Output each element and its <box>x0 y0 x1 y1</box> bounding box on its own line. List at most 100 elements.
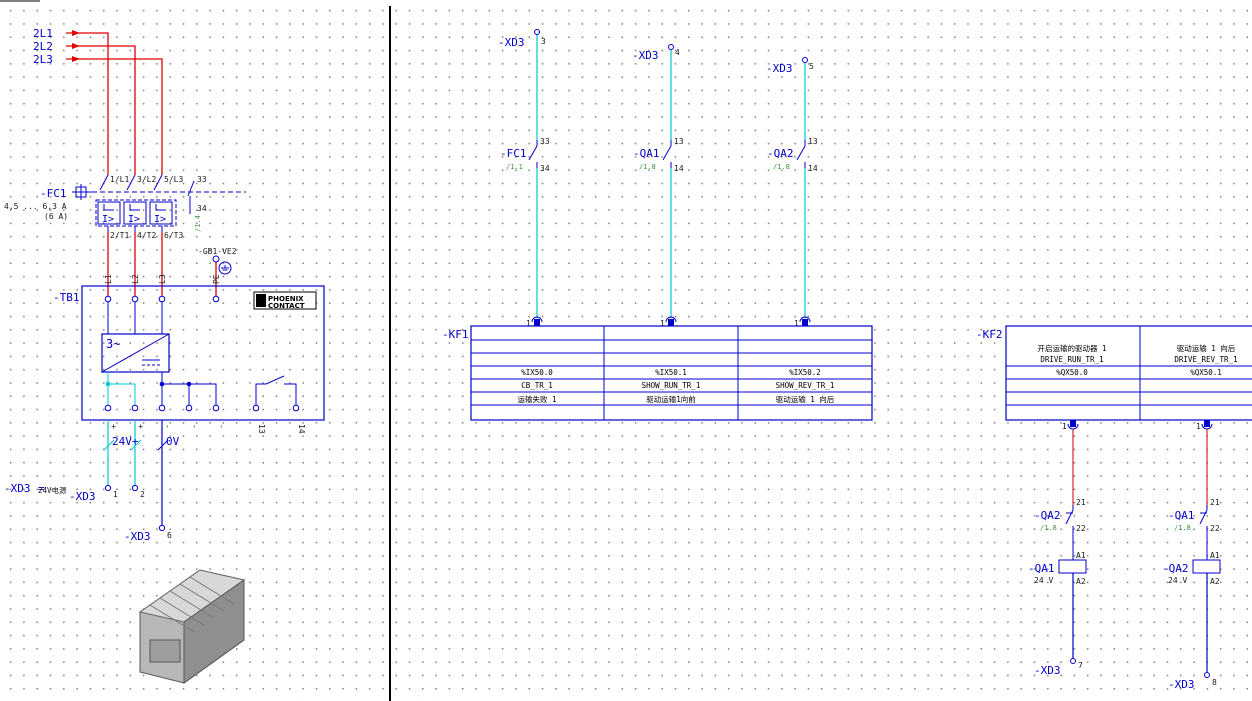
xd3-left-note: 24V电源 <box>38 485 67 495</box>
svg-text:%IX50.2: %IX50.2 <box>789 368 821 377</box>
svg-text:/1.8: /1.8 <box>1174 524 1191 532</box>
svg-text:1: 1 <box>113 490 118 499</box>
svg-text:/1.1: /1.1 <box>506 163 523 171</box>
phase-feeds: 2L1 2L2 2L3 <box>33 27 163 175</box>
arrow-icon <box>72 43 80 49</box>
svg-text:34: 34 <box>197 204 207 213</box>
svg-text:-: - <box>190 424 199 429</box>
svg-text:1: 1 <box>660 319 665 328</box>
svg-text:-XD3: -XD3 <box>766 62 793 75</box>
svg-text:I>: I> <box>128 214 140 225</box>
coil-icon <box>1192 559 1221 574</box>
svg-text:1: 1 <box>526 319 531 328</box>
svg-text:1: 1 <box>1062 422 1067 431</box>
svg-text:14: 14 <box>808 164 818 173</box>
svg-text:L2: L2 <box>131 274 140 284</box>
psu-outputs: 24V+ 0V -XD3 = 24V电源 -XD3 1 2 -XD3 6 <box>4 420 180 543</box>
breaker-range: 4,5 ... 6,3 A <box>4 202 67 211</box>
psu-tag: -TB1 <box>53 291 80 304</box>
kf1-module: -KF1 %IX50.0 %IX50.1 %IX50.2 CB_TR_1 SHO… <box>442 325 873 421</box>
svg-text:%IX50.1: %IX50.1 <box>655 368 687 377</box>
svg-text:21: 21 <box>1076 498 1086 507</box>
svg-text:6: 6 <box>167 531 172 540</box>
arrow-icon <box>72 30 80 36</box>
breaker-setting: (6 A) <box>44 212 68 221</box>
arrow-icon <box>72 56 80 62</box>
kf2-module: -KF2 开启运输的驱动器 1 驱动运输 1 向后 DRIVE_RUN_TR_1… <box>976 325 1252 431</box>
svg-text:+: + <box>136 424 145 429</box>
xd3-bottom-tag: -XD3 <box>124 530 151 543</box>
svg-text:-QA2: -QA2 <box>767 147 794 160</box>
svg-text:%QX50.0: %QX50.0 <box>1056 368 1088 377</box>
psu-tb1: -TB1 L1 L2 L3 PE PHOENIX CONTACT 3~ <box>53 274 325 434</box>
svg-text:14: 14 <box>297 424 306 434</box>
svg-text:SHOW_REV_TR_1: SHOW_REV_TR_1 <box>776 381 835 390</box>
svg-text:驱动运输1向前: 驱动运输1向前 <box>646 394 696 404</box>
svg-text:CB_TR_1: CB_TR_1 <box>521 381 553 390</box>
svg-text:22: 22 <box>1076 524 1086 533</box>
svg-text:驱动运输 1 向后: 驱动运输 1 向后 <box>1177 343 1236 353</box>
svg-text:22: 22 <box>1210 524 1220 533</box>
kf1-tag: -KF1 <box>442 328 469 341</box>
svg-text:运输失败 1: 运输失败 1 <box>517 394 556 404</box>
svg-text:%QX50.1: %QX50.1 <box>1190 368 1222 377</box>
svg-text:A1: A1 <box>1210 551 1220 560</box>
svg-text:-QA1: -QA1 <box>633 147 660 160</box>
svg-text:3~: 3~ <box>106 337 120 351</box>
svg-text:2/T1: 2/T1 <box>110 231 129 240</box>
svg-text:DRIVE_REV_TR_1: DRIVE_REV_TR_1 <box>1174 355 1237 364</box>
kf2-tag: -KF2 <box>976 328 1003 341</box>
svg-text:24 V: 24 V <box>1168 576 1187 585</box>
svg-text:34: 34 <box>540 164 550 173</box>
svg-text:7: 7 <box>1078 661 1083 670</box>
svg-text:5/L3: 5/L3 <box>164 175 183 184</box>
coil-icon <box>1058 559 1087 574</box>
svg-text:4: 4 <box>675 48 680 57</box>
svg-text:/1.8: /1.8 <box>639 163 656 171</box>
breaker-tag: -FC1 <box>40 187 67 200</box>
svg-text:开启运输的驱动器 1: 开启运输的驱动器 1 <box>1037 343 1106 353</box>
svg-text:CONTACT: CONTACT <box>268 302 305 310</box>
breaker-contact-ref: /1.4 <box>194 215 202 232</box>
svg-text:%IX50.0: %IX50.0 <box>521 368 553 377</box>
svg-text:3/L2: 3/L2 <box>137 175 156 184</box>
svg-text:/1.8: /1.8 <box>773 163 790 171</box>
svg-text:-XD3: -XD3 <box>1034 664 1061 677</box>
svg-text:-XD3: -XD3 <box>498 36 525 49</box>
svg-text:=: = <box>38 482 45 495</box>
svg-text:-: - <box>163 424 172 429</box>
svg-text:DRIVE_RUN_TR_1: DRIVE_RUN_TR_1 <box>1040 355 1103 364</box>
terminal-block-image <box>138 569 246 684</box>
svg-text:PE: PE <box>212 274 221 284</box>
svg-text:-XD3: -XD3 <box>1168 678 1195 691</box>
svg-text:3: 3 <box>541 37 546 46</box>
kf1-inputs: -XD3 -XD3 -XD3 3 4 5 -FC1 -QA1 -QA2 /1.1… <box>498 29 818 328</box>
svg-text:A2: A2 <box>1076 577 1086 586</box>
xd3-left-tag: -XD3 <box>4 482 31 495</box>
xd3-mid-tag: -XD3 <box>69 490 96 503</box>
svg-text:24 V: 24 V <box>1034 576 1053 585</box>
svg-text:PHOENIX: PHOENIX <box>268 295 304 303</box>
svg-text:SHOW_RUN_TR_1: SHOW_RUN_TR_1 <box>642 381 701 390</box>
v24-label: 24V+ <box>112 435 139 448</box>
svg-text:14: 14 <box>674 164 684 173</box>
svg-text:4/T2: 4/T2 <box>137 231 156 240</box>
converter-block <box>101 333 170 373</box>
svg-text:1: 1 <box>1196 422 1201 431</box>
svg-text:1: 1 <box>794 319 799 328</box>
kf2-outputs: 21 22 -QA2 /1.8 A1 A2 -QA1 24 V -XD3 7 2… <box>1028 429 1221 691</box>
svg-text:-: - <box>217 424 226 429</box>
ground-icon <box>218 261 232 275</box>
svg-text:2: 2 <box>140 490 145 499</box>
svg-text:-QA2: -QA2 <box>1034 509 1061 522</box>
phase-label-3: 2L3 <box>33 53 53 66</box>
svg-text:-XD3: -XD3 <box>632 49 659 62</box>
svg-text:-QA1: -QA1 <box>1168 509 1195 522</box>
svg-text:A2: A2 <box>1210 577 1220 586</box>
svg-text:+: + <box>109 424 118 429</box>
svg-text:I>: I> <box>102 214 114 225</box>
svg-text:13: 13 <box>257 424 266 434</box>
svg-text:5: 5 <box>809 62 814 71</box>
svg-text:L1: L1 <box>104 274 113 284</box>
